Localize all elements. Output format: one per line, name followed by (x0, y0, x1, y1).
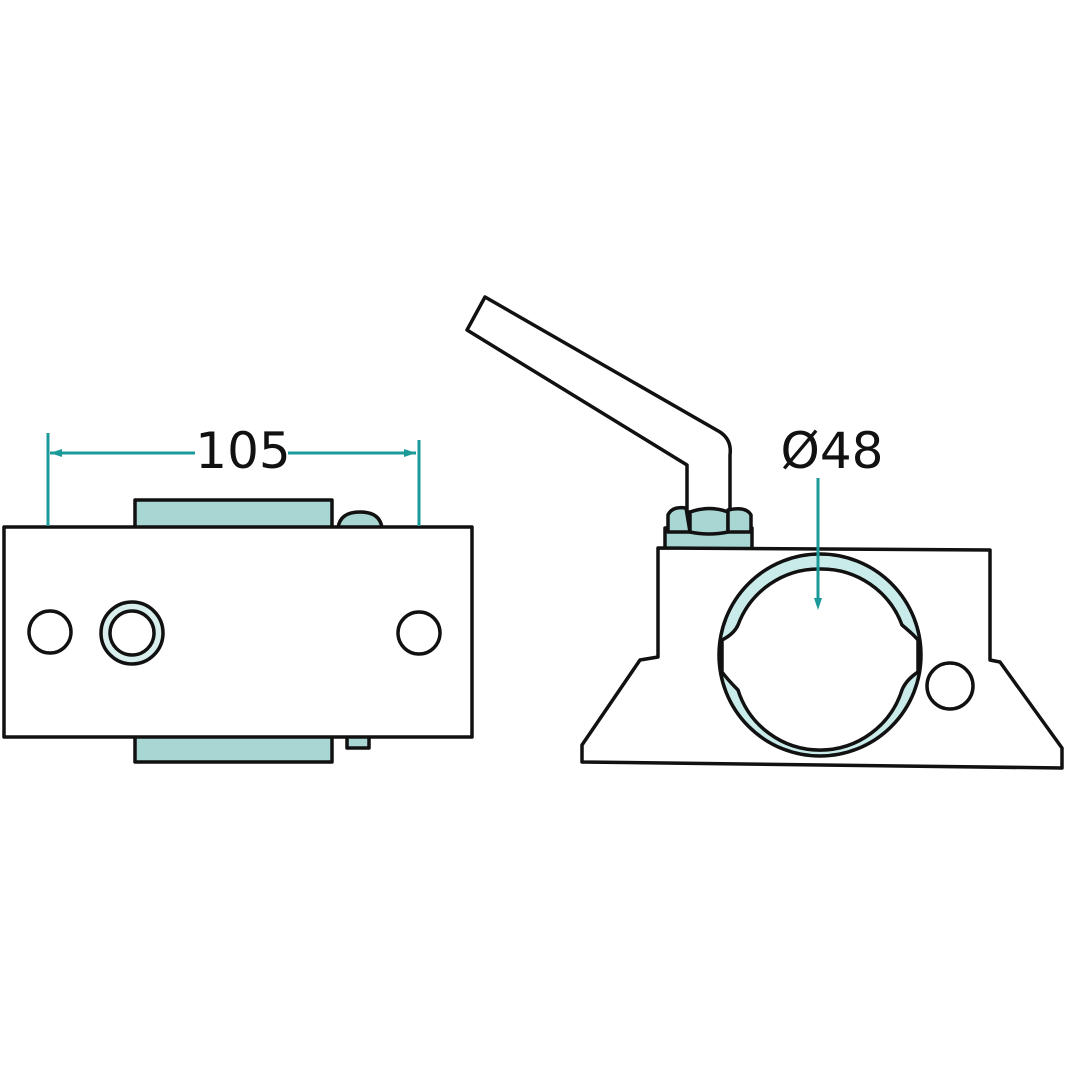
clamp-plate (2, 525, 474, 739)
diameter-dimension-label: Ø48 (781, 422, 884, 480)
nut-face-right (726, 507, 753, 534)
nut-face-left (666, 505, 692, 534)
dimension-arrow-left (50, 449, 62, 457)
mount-hole-left (27, 609, 73, 655)
diameter-arrow (814, 598, 822, 610)
locking-pin-hole (925, 661, 975, 711)
side-view: Ø48 (465, 295, 1064, 770)
mount-hole-right (396, 610, 442, 656)
tube-bore (720, 567, 920, 752)
width-dimension-label: 105 (195, 422, 290, 480)
handle-bar (465, 295, 733, 514)
handle-dome (336, 510, 384, 530)
front-view: 105 (2, 422, 474, 764)
nut-face-center (688, 506, 730, 536)
bolt-ring-inner (108, 609, 156, 657)
dimension-arrow-right (404, 449, 416, 457)
